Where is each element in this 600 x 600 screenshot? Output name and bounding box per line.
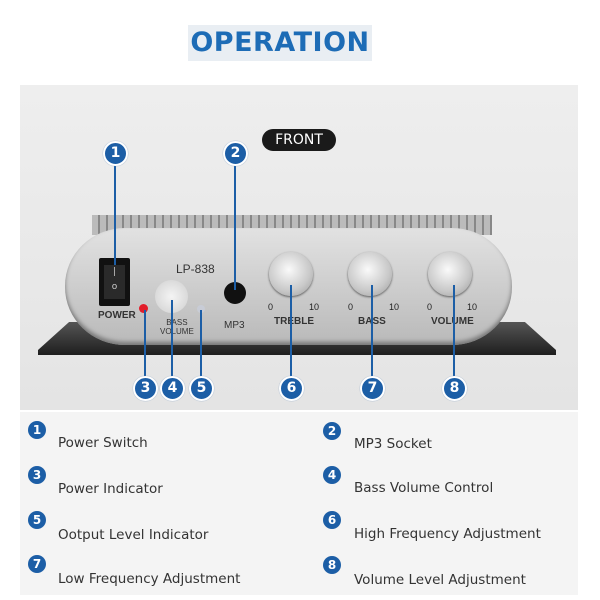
mp3-label: MP3	[224, 320, 245, 331]
callout-line-7	[371, 285, 373, 388]
treble-label: TREBLE	[274, 316, 314, 327]
volume-knob	[428, 252, 472, 296]
legend-badge: 7	[28, 555, 46, 573]
callout-line-5	[200, 310, 202, 388]
callout-3: 3	[133, 376, 158, 401]
legend-item: Volume Level Adjustment	[354, 572, 526, 588]
legend-item: Power Switch	[58, 435, 148, 451]
power-label: POWER	[98, 310, 136, 321]
volume-label: VOLUME	[431, 316, 474, 327]
model-label: LP-838	[176, 262, 215, 276]
legend-badge: 4	[323, 466, 341, 484]
output-level-led	[197, 305, 205, 313]
bass-knob	[348, 252, 392, 296]
callout-2: 2	[223, 141, 248, 166]
callout-line-6	[290, 285, 292, 388]
legend-item: Bass Volume Control	[354, 480, 494, 496]
legend	[20, 412, 578, 595]
legend-badge: 5	[28, 511, 46, 529]
front-label: FRONT	[262, 129, 336, 151]
legend-item: MP3 Socket	[354, 436, 432, 452]
page-title: OPERATION	[188, 25, 372, 61]
legend-badge: 1	[28, 421, 46, 439]
legend-badge: 2	[323, 422, 341, 440]
callout-6: 6	[279, 376, 304, 401]
callout-5: 5	[189, 376, 214, 401]
legend-item: Ootput Level Indicator	[58, 527, 209, 543]
legend-item: Low Frequency Adjustment	[58, 571, 241, 587]
legend-item: Power Indicator	[58, 481, 163, 497]
legend-item: High Frequency Adjustment	[354, 526, 541, 542]
power-indicator-led	[139, 304, 148, 313]
callout-line-8	[453, 285, 455, 388]
mp3-socket	[224, 282, 246, 304]
callout-line-2	[234, 153, 236, 290]
callout-line-3	[144, 310, 146, 388]
power-switch: |o	[99, 258, 130, 306]
callout-8: 8	[442, 376, 467, 401]
legend-badge: 6	[323, 511, 341, 529]
legend-badge: 8	[323, 556, 341, 574]
callout-4: 4	[160, 376, 185, 401]
callout-7: 7	[360, 376, 385, 401]
callout-line-1	[114, 153, 116, 265]
legend-badge: 3	[28, 466, 46, 484]
callout-1: 1	[103, 141, 128, 166]
callout-line-4	[171, 300, 173, 388]
